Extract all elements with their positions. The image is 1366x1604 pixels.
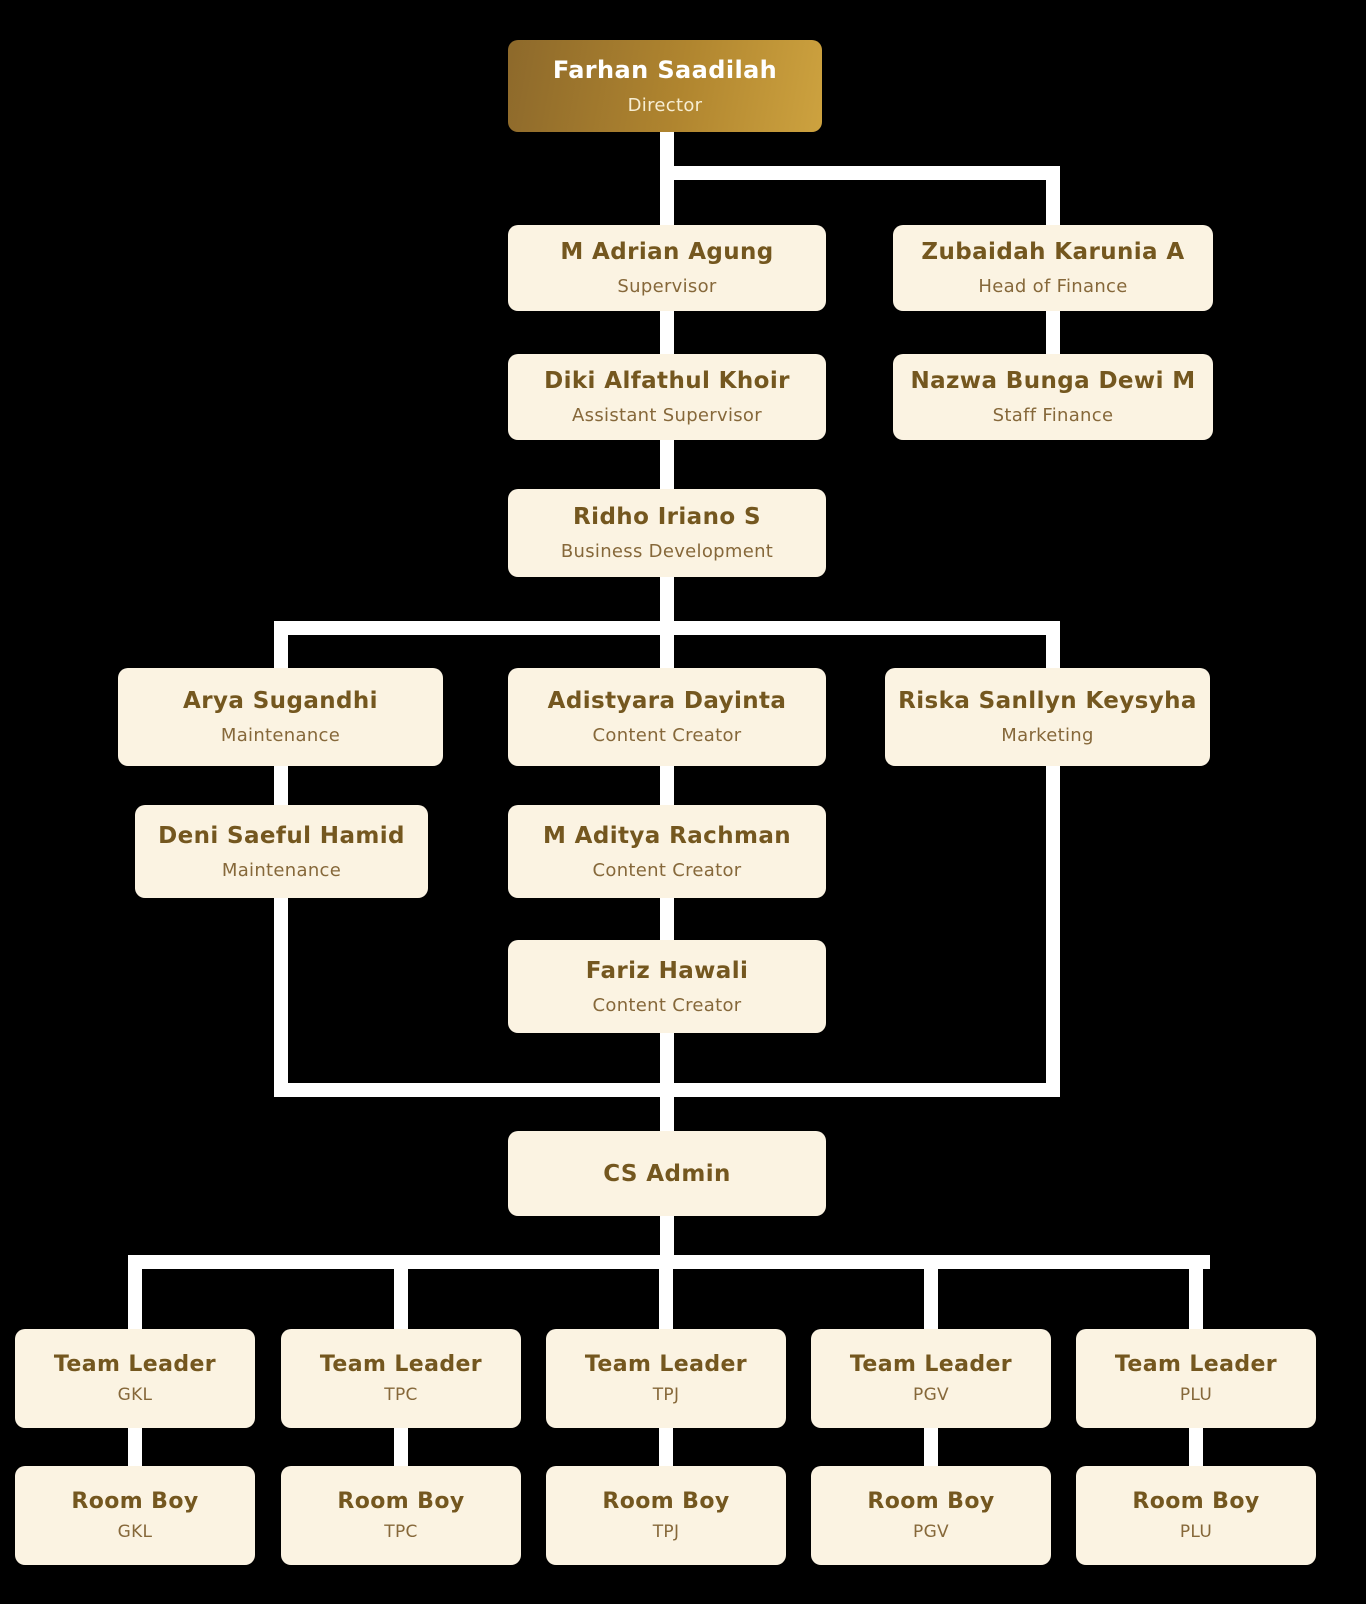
connector-line <box>128 1426 142 1466</box>
connector-line <box>394 1426 408 1466</box>
person-name: Deni Saeful Hamid <box>158 822 405 849</box>
connector-line <box>1046 309 1060 354</box>
person-name: Arya Sugandhi <box>183 688 378 714</box>
person-name: M Aditya Rachman <box>542 822 792 849</box>
node-team-leader-tpc: Team Leader TPC <box>281 1329 521 1428</box>
connector-line <box>274 896 288 1097</box>
person-name: Team Leader <box>1114 1352 1278 1377</box>
person-role: Content Creator <box>592 859 742 881</box>
connector-line <box>660 896 674 942</box>
person-name: Room Boy <box>337 1489 465 1514</box>
connector-line <box>660 621 674 670</box>
node-room-boy-tpc: Room Boy TPC <box>281 1466 521 1565</box>
person-role: Marketing <box>1001 725 1094 746</box>
person-name: CS Admin <box>603 1160 731 1187</box>
node-content-creator-3: Fariz Hawali Content Creator <box>508 940 826 1033</box>
connector-line <box>1189 1255 1203 1331</box>
person-role: Assistant Supervisor <box>572 405 762 426</box>
person-role: Director <box>627 95 703 116</box>
person-name: Nazwa Bunga Dewi M <box>910 368 1196 394</box>
person-role: GKL <box>117 1385 153 1405</box>
node-team-leader-pgv: Team Leader PGV <box>811 1329 1051 1428</box>
person-name: Ridho Iriano S <box>573 504 761 530</box>
connector-line <box>660 166 1060 180</box>
person-name: Team Leader <box>319 1352 483 1377</box>
connector-line <box>659 1426 673 1466</box>
person-name: Team Leader <box>53 1352 217 1377</box>
person-name: Adistyara Dayinta <box>547 688 787 714</box>
node-marketing: Riska Sanllyn Keysyha Marketing <box>885 668 1210 766</box>
node-room-boy-tpj: Room Boy TPJ <box>546 1466 786 1565</box>
node-cs-admin: CS Admin <box>508 1131 826 1216</box>
node-staff-finance: Nazwa Bunga Dewi M Staff Finance <box>893 354 1213 440</box>
node-team-leader-gkl: Team Leader GKL <box>15 1329 255 1428</box>
person-name: Room Boy <box>71 1489 199 1514</box>
connector-line <box>1046 166 1060 225</box>
person-role: Content Creator <box>592 725 742 746</box>
person-role: TPC <box>384 1522 418 1542</box>
connector-line <box>1189 1426 1203 1466</box>
person-role: PGV <box>913 1522 949 1542</box>
node-room-boy-plu: Room Boy PLU <box>1076 1466 1316 1565</box>
connector-line <box>394 1255 408 1331</box>
connector-line <box>660 1214 674 1262</box>
person-name: Farhan Saadilah <box>552 56 778 84</box>
person-role: TPC <box>384 1385 418 1405</box>
person-name: Zubaidah Karunia A <box>921 239 1185 265</box>
connector-line <box>660 766 674 807</box>
person-role: TPJ <box>652 1385 680 1405</box>
connector-line <box>1046 766 1060 1097</box>
node-room-boy-pgv: Room Boy PGV <box>811 1466 1051 1565</box>
node-content-creator-2: M Aditya Rachman Content Creator <box>508 805 826 898</box>
node-supervisor: M Adrian Agung Supervisor <box>508 225 826 311</box>
node-head-of-finance: Zubaidah Karunia A Head of Finance <box>893 225 1213 311</box>
node-assistant-supervisor: Diki Alfathul Khoir Assistant Supervisor <box>508 354 826 440</box>
connector-line <box>660 1031 674 1133</box>
person-role: Supervisor <box>617 276 717 297</box>
node-maintenance-2: Deni Saeful Hamid Maintenance <box>135 805 428 898</box>
node-content-creator-1: Adistyara Dayinta Content Creator <box>508 668 826 766</box>
connector-line <box>660 438 674 489</box>
node-maintenance-1: Arya Sugandhi Maintenance <box>118 668 443 766</box>
connector-line <box>660 575 674 635</box>
person-role: Maintenance <box>221 859 342 881</box>
person-name: Team Leader <box>584 1352 748 1377</box>
connector-line <box>274 766 288 807</box>
node-team-leader-plu: Team Leader PLU <box>1076 1329 1316 1428</box>
person-name: Diki Alfathul Khoir <box>544 368 790 394</box>
connector-line <box>924 1255 938 1331</box>
person-role: TPJ <box>652 1522 680 1542</box>
node-business-development: Ridho Iriano S Business Development <box>508 489 826 577</box>
person-name: Room Boy <box>867 1489 995 1514</box>
person-role: PGV <box>913 1385 949 1405</box>
node-team-leader-tpj: Team Leader TPJ <box>546 1329 786 1428</box>
person-role: PLU <box>1179 1522 1213 1542</box>
person-role: Staff Finance <box>992 405 1114 426</box>
person-role: Head of Finance <box>978 276 1128 297</box>
connector-line <box>128 1255 142 1331</box>
connector-line <box>659 1255 673 1331</box>
person-role: GKL <box>117 1522 153 1542</box>
person-name: Room Boy <box>1132 1489 1260 1514</box>
connector-line <box>660 309 674 354</box>
person-name: Fariz Hawali <box>585 957 749 984</box>
person-name: M Adrian Agung <box>560 239 774 265</box>
person-role: Maintenance <box>220 725 341 746</box>
node-director: Farhan Saadilah Director <box>508 40 822 132</box>
connector-line <box>274 621 288 670</box>
person-role: Business Development <box>560 541 774 562</box>
connector-line <box>1046 621 1060 670</box>
connector-line <box>924 1426 938 1466</box>
person-name: Riska Sanllyn Keysyha <box>898 688 1197 714</box>
person-name: Room Boy <box>602 1489 730 1514</box>
connector-line <box>274 1083 1060 1097</box>
person-role: Content Creator <box>592 994 742 1016</box>
person-name: Team Leader <box>849 1352 1013 1377</box>
node-room-boy-gkl: Room Boy GKL <box>15 1466 255 1565</box>
person-role: PLU <box>1179 1385 1213 1405</box>
